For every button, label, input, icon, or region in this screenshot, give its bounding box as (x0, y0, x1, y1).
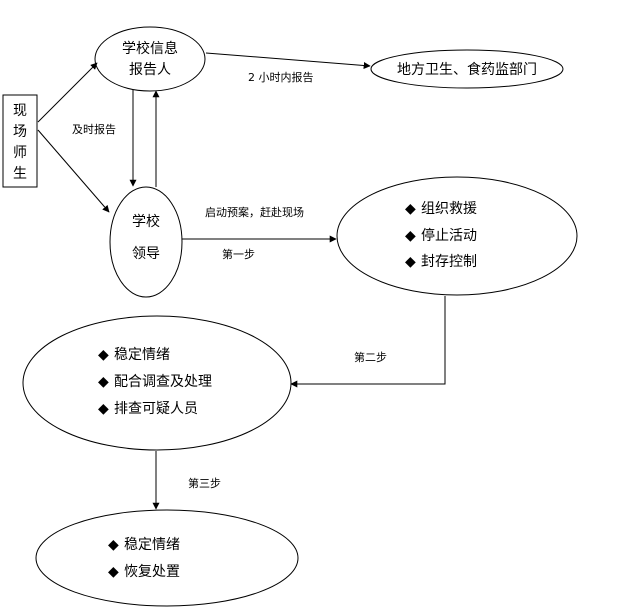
node-site-teachers-students: 现 场 师 生 (2, 94, 38, 188)
site-char-1: 现 (13, 103, 27, 119)
node-step3-actions: ◆ 稳定情绪 ◆ 恢复处置 (35, 509, 299, 607)
site-char-3: 师 (13, 145, 27, 161)
reporter-label-line1: 学校信息 (122, 40, 178, 57)
step1-item-text: 停止活动 (421, 227, 477, 244)
step2-item: ◆ 配合调查及处理 (98, 374, 212, 390)
node-step1-actions: ◆ 组织救援 ◆ 停止活动 ◆ 封存控制 (336, 176, 578, 296)
step1-item: ◆ 封存控制 (405, 254, 477, 270)
step3-item: ◆ 稳定情绪 (108, 537, 180, 553)
step3-item-text: 稳定情绪 (124, 537, 180, 553)
step1-item-text: 封存控制 (421, 254, 477, 270)
step1-item-text: 组织救援 (421, 201, 477, 217)
site-char-2: 场 (13, 124, 27, 140)
node-step2-actions: ◆ 稳定情绪 ◆ 配合调查及处理 ◆ 排查可疑人员 (22, 315, 292, 451)
bullet-icon: ◆ (98, 374, 109, 390)
arrow-site-to-leader (37, 129, 110, 213)
bullet-icon: ◆ (405, 228, 416, 244)
bullet-icon: ◆ (405, 254, 416, 270)
step2-item-text: 稳定情绪 (114, 347, 170, 363)
reporter-ellipse (94, 26, 206, 92)
edge-label-report-timely: 及时报告 (72, 122, 116, 136)
step1-ellipse (336, 176, 578, 296)
edge-label-launch-plan: 启动预案，赶赴现场 (205, 205, 304, 219)
arrow-step1-to-step2 (290, 296, 446, 388)
bullet-icon: ◆ (98, 401, 109, 417)
reporter-label-line2: 报告人 (129, 62, 171, 78)
health-dept-label: 地方卫生、食药监部门 (397, 61, 537, 78)
node-local-health-dept: 地方卫生、食药监部门 (370, 49, 564, 89)
step1-item: ◆ 停止活动 (405, 227, 477, 244)
edge-label-step-one: 第一步 (222, 247, 255, 261)
step2-item: ◆ 排查可疑人员 (98, 401, 198, 417)
edge-label-report-2h: 2 小时内报告 (248, 70, 314, 84)
step3-item-text: 恢复处置 (124, 563, 180, 580)
step2-item-text: 配合调查及处理 (114, 374, 212, 390)
leader-ellipse (109, 186, 183, 298)
leader-label-line1: 学校 (132, 213, 160, 230)
site-box (2, 94, 38, 188)
edge-label-step-two: 第二步 (354, 350, 387, 364)
site-char-4: 生 (13, 166, 27, 182)
step2-item: ◆ 稳定情绪 (98, 347, 170, 363)
step3-ellipse (35, 509, 299, 607)
bullet-icon: ◆ (98, 347, 109, 363)
step1-item: ◆ 组织救援 (405, 201, 477, 217)
step2-item-text: 排查可疑人员 (114, 401, 198, 417)
bullet-icon: ◆ (108, 564, 119, 580)
step3-item: ◆ 恢复处置 (108, 563, 180, 580)
bullet-icon: ◆ (405, 201, 416, 217)
health-dept-ellipse (370, 49, 564, 89)
bullet-icon: ◆ (108, 537, 119, 553)
node-school-info-reporter: 学校信息 报告人 (94, 26, 206, 92)
edge-label-step-three: 第三步 (188, 476, 221, 490)
node-school-leadership: 学校 领导 (109, 186, 183, 298)
arrow-reporter-to-health-dept (205, 52, 371, 69)
arrow-site-to-reporter (37, 62, 98, 123)
leader-label-line2: 领导 (132, 246, 160, 262)
